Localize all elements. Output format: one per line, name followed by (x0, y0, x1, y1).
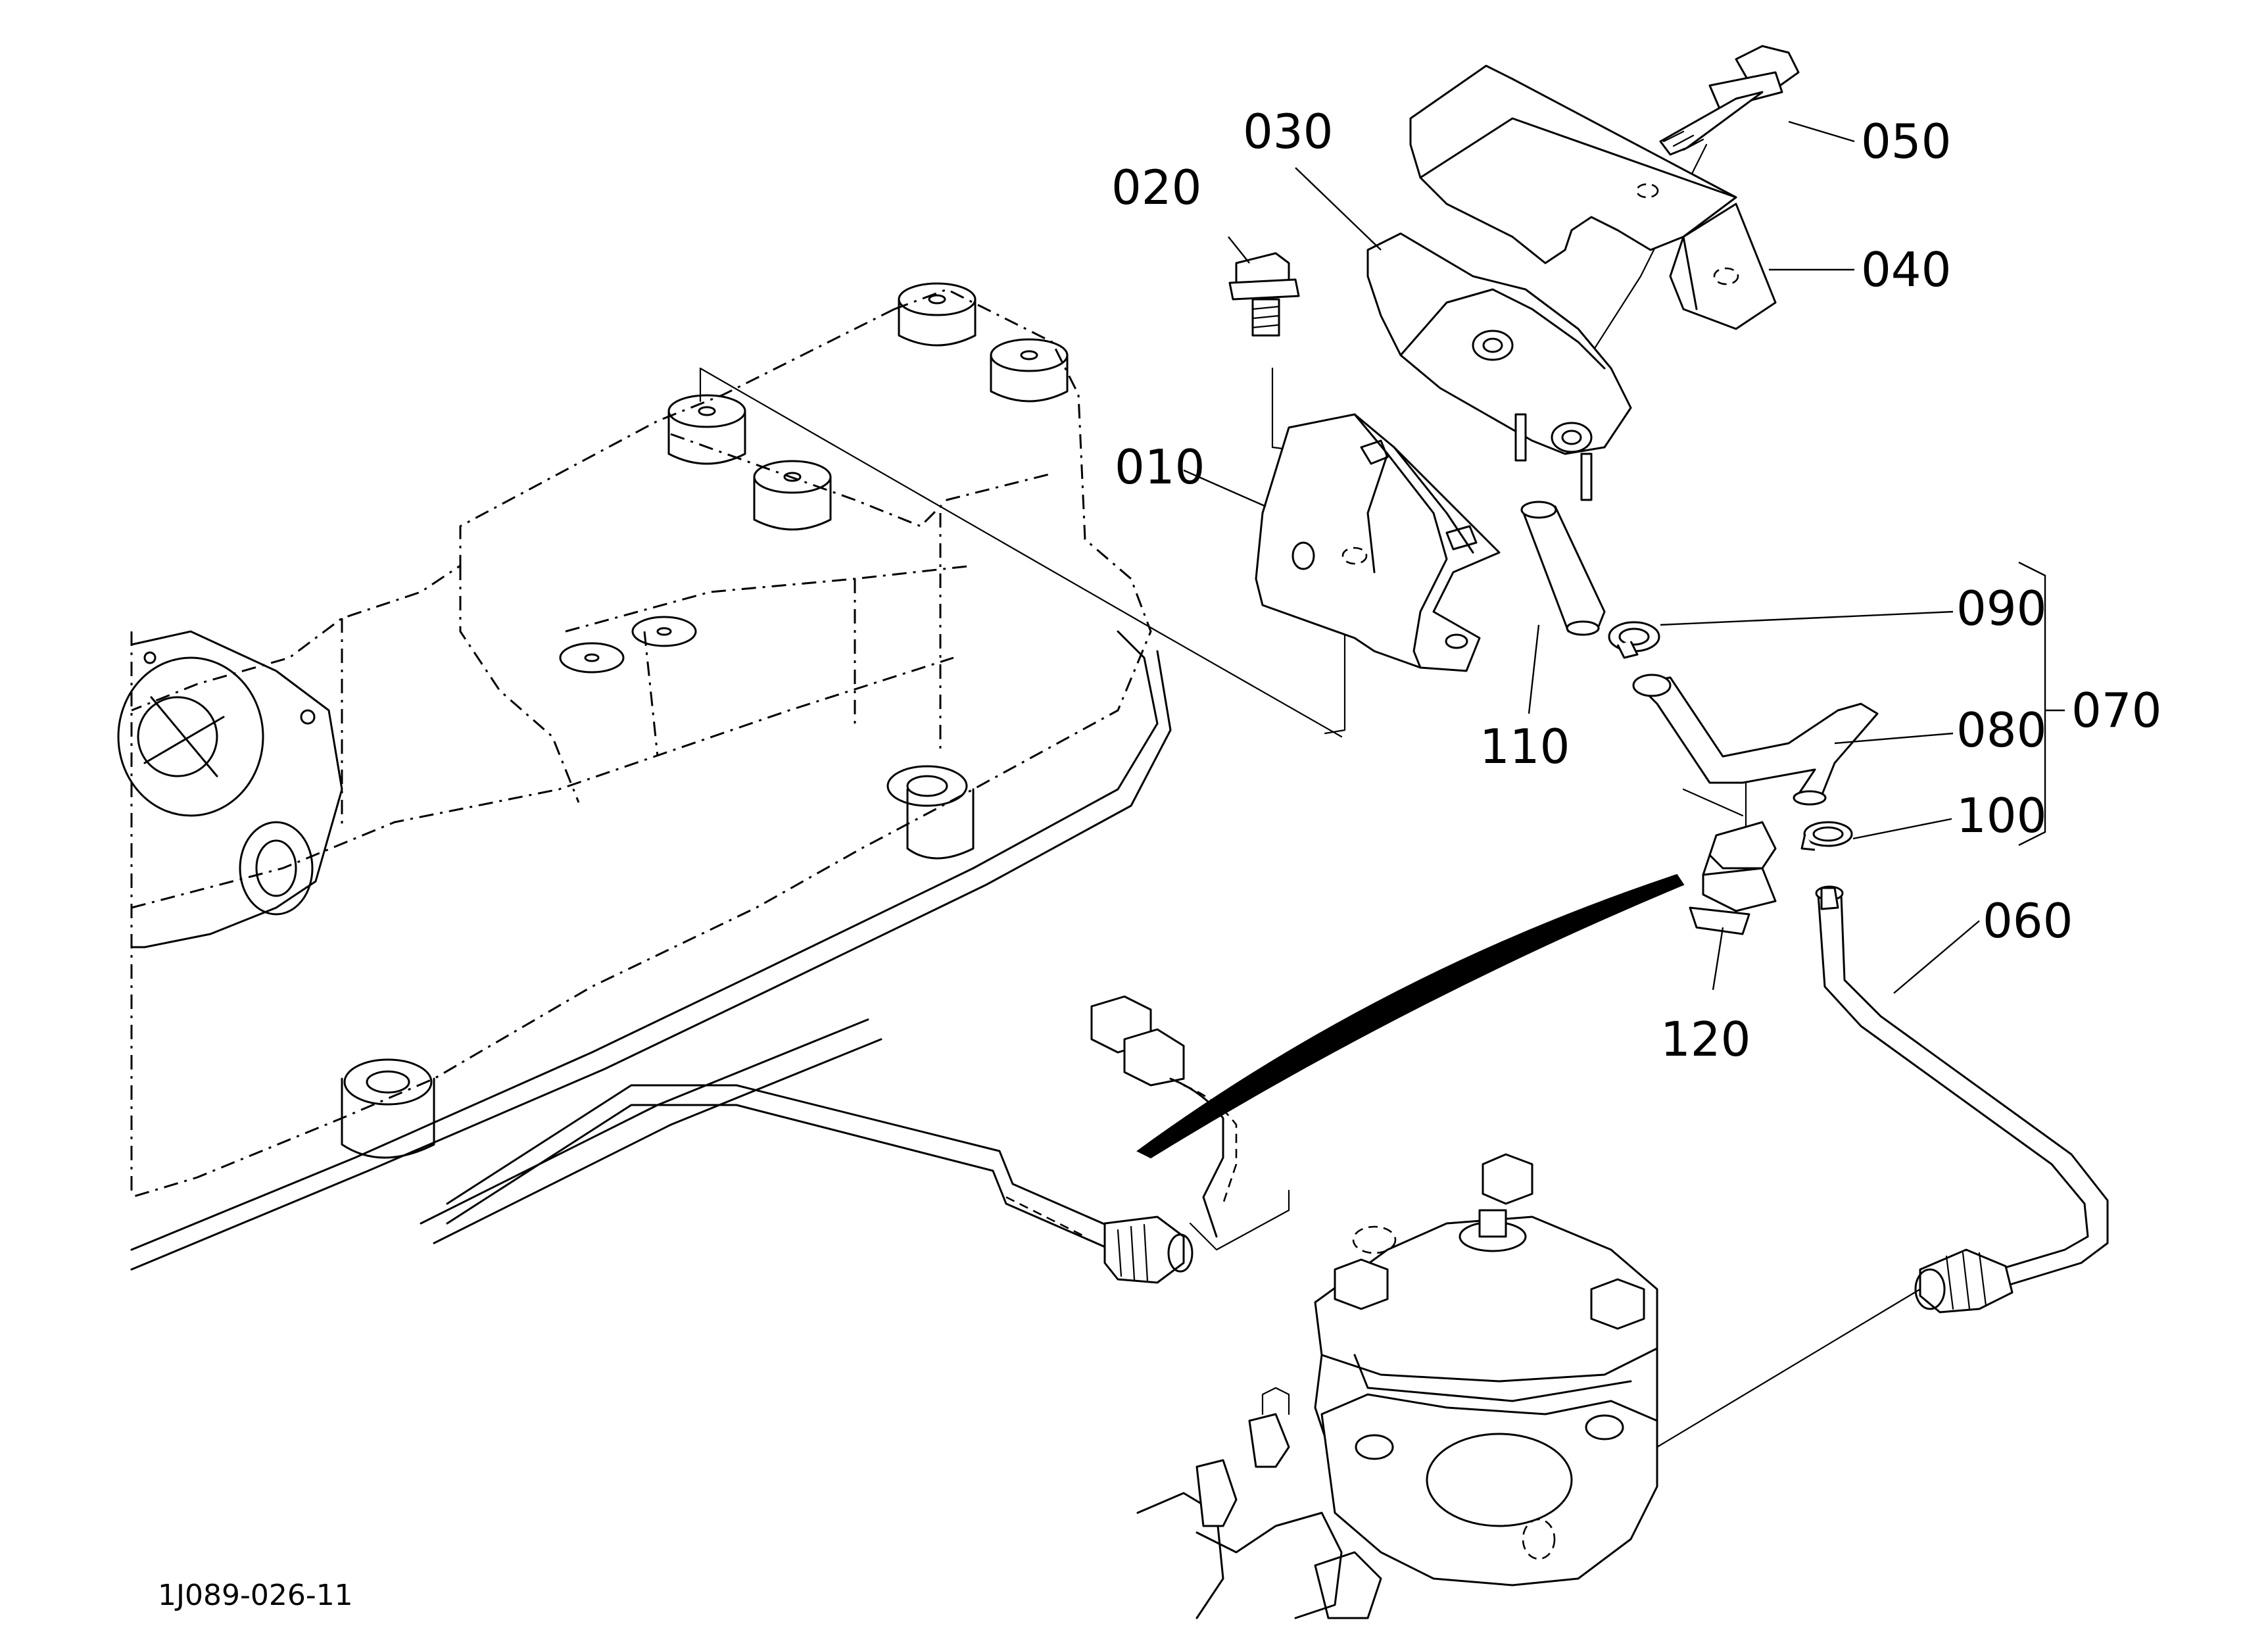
part-030-sensor (1366, 232, 1632, 501)
callout-060: 060 (1983, 893, 2073, 948)
callout-070: 070 (2071, 683, 2161, 738)
part-060-pipe (1815, 885, 2109, 1314)
part-010-bracket (1255, 413, 1501, 672)
engine-head-outline (117, 282, 1172, 1271)
part-040-shield (1409, 64, 1777, 330)
callout-010: 010 (1115, 439, 1205, 495)
part-100-clamp (1800, 821, 1853, 851)
part-090-clamp (1608, 621, 1660, 659)
part-110-hose (1520, 501, 1606, 636)
callout-080: 080 (1956, 702, 2046, 758)
callout-040: 040 (1861, 242, 1951, 297)
callout-090: 090 (1956, 581, 2046, 636)
part-080-hose (1632, 674, 1879, 806)
part-020-bolt (1228, 252, 1300, 337)
part-120-clip (1689, 821, 1777, 935)
callout-labels: 010 020 030 040 050 060 070 080 090 100 … (158, 104, 2161, 1612)
callout-020: 020 (1111, 160, 1201, 215)
drawing-code: 1J089-026-11 (158, 1579, 353, 1612)
callout-050: 050 (1861, 114, 1951, 169)
part-050-bolt (1659, 45, 1800, 156)
callout-100: 100 (1956, 788, 2046, 843)
leader-lines (1183, 120, 2065, 994)
injection-pump (446, 873, 1685, 1619)
callout-120: 120 (1660, 1012, 1750, 1067)
callout-030: 030 (1243, 104, 1333, 159)
callout-110: 110 (1480, 719, 1570, 774)
